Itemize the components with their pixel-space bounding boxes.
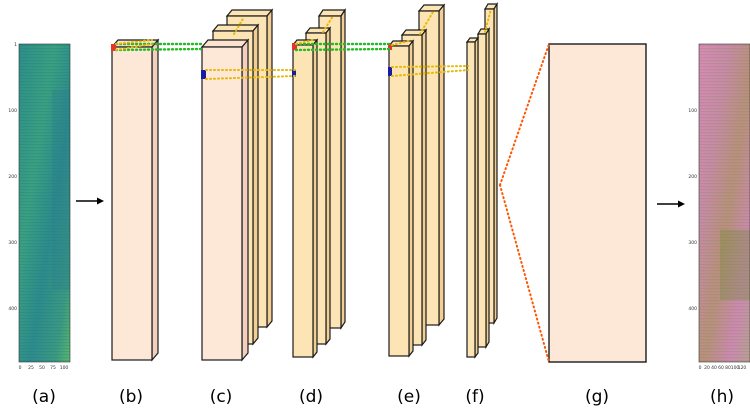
output-heatmap: 100 200 300 400 0 20 40 60 80 100 120 — [688, 43, 750, 371]
x-tick: 75 — [50, 365, 56, 371]
block-b — [110, 38, 160, 362]
y-tick: 100 — [688, 108, 697, 114]
link-yellow — [391, 69, 469, 77]
block-g — [548, 43, 647, 363]
link-yellow — [205, 75, 296, 80]
x-tick: 80 — [725, 365, 731, 371]
x-tick: 0 — [699, 365, 702, 371]
block-stack-f — [465, 1, 499, 359]
link-yellow — [233, 16, 245, 35]
y-tick: 200 — [688, 174, 697, 180]
link-yellow — [419, 11, 434, 35]
panel-label-c: (c) — [210, 387, 233, 407]
marker-blue — [388, 67, 392, 76]
link-yellow — [391, 40, 410, 46]
output-heatmap-y-ticks: 100 200 300 400 — [688, 108, 697, 312]
marker-red — [111, 44, 116, 51]
panel-label-b: (b) — [119, 387, 143, 407]
panel-label-d: (d) — [299, 387, 323, 407]
marker-red — [292, 43, 297, 50]
panel-labels: (a) (b) (c) (d) (e) (f) (g) (h) — [32, 387, 734, 407]
link-green — [294, 47, 391, 52]
panel-label-f: (f) — [465, 387, 484, 407]
x-tick: 50 — [39, 365, 45, 371]
link-yellow — [484, 8, 492, 33]
input-heatmap: 1 100 200 300 400 0 25 50 75 100 — [8, 42, 71, 371]
panel-label-e: (e) — [397, 387, 421, 407]
y-tick: 1 — [14, 42, 17, 48]
x-tick: 100 — [60, 365, 69, 371]
y-tick: 200 — [8, 174, 17, 180]
x-tick: 100 — [731, 365, 740, 371]
link-yellow — [322, 15, 334, 33]
y-tick: 300 — [688, 240, 697, 246]
marker-blue — [201, 70, 206, 79]
x-tick: 60 — [718, 365, 724, 371]
link-yellow — [295, 39, 314, 45]
x-tick: 120 — [738, 365, 747, 371]
panel-label-h: (h) — [710, 387, 734, 407]
marker-blue — [292, 70, 296, 77]
panel-label-g: (g) — [585, 387, 609, 407]
connections — [114, 8, 550, 363]
y-tick: 100 — [8, 108, 17, 114]
link-green — [114, 47, 204, 52]
y-tick: 400 — [8, 306, 17, 312]
x-tick: 20 — [704, 365, 710, 371]
input-heatmap-x-ticks: 0 25 50 75 100 — [19, 365, 69, 371]
x-tick: 0 — [19, 365, 22, 371]
output-heatmap-x-ticks: 0 20 40 60 80 100 120 — [699, 365, 747, 371]
block-stack-d — [291, 8, 347, 359]
y-tick: 400 — [688, 306, 697, 312]
link-yellow — [391, 65, 469, 68]
arrow-decoder-to-output — [657, 200, 685, 208]
link-orange — [499, 43, 550, 186]
marker-red — [388, 44, 392, 50]
block-stack-e — [387, 3, 446, 358]
panel-label-a: (a) — [32, 387, 56, 407]
y-tick: 300 — [8, 240, 17, 246]
x-tick: 25 — [28, 365, 34, 371]
x-tick: 40 — [711, 365, 717, 371]
arrow-input-to-encoder — [76, 197, 104, 205]
block-stack-c — [200, 8, 274, 362]
input-heatmap-y-ticks: 1 100 200 300 400 — [8, 42, 17, 312]
link-orange — [499, 184, 550, 363]
